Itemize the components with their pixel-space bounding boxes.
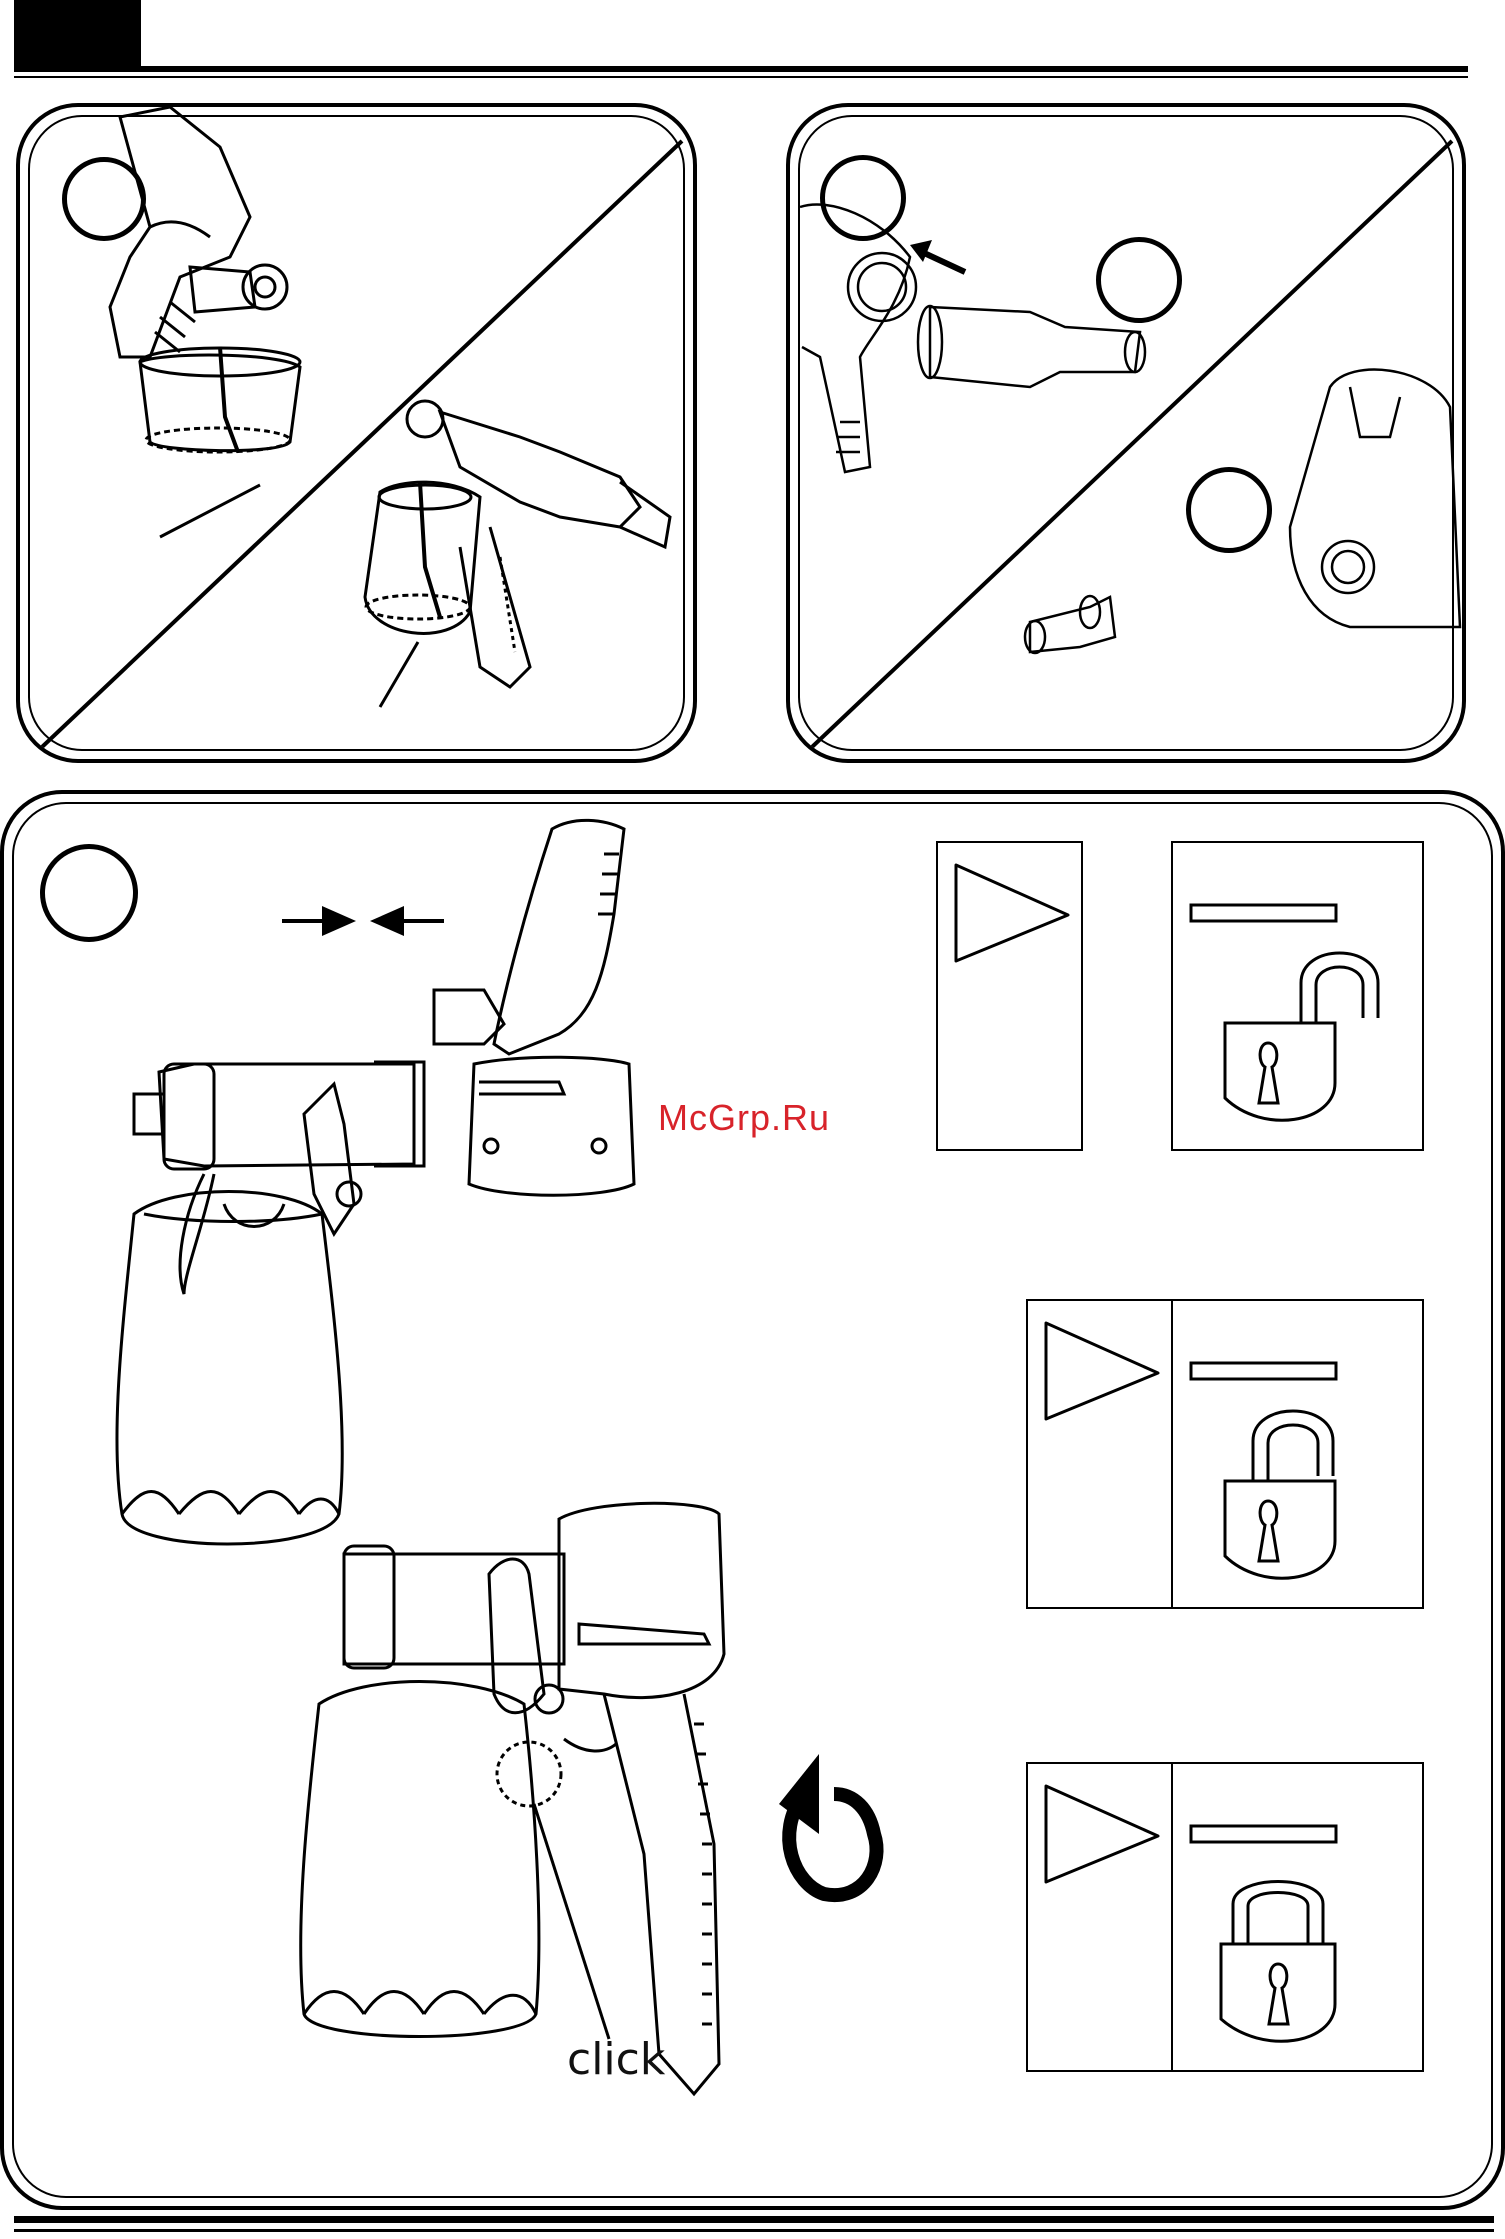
padlock-closed-icon (1173, 1764, 1422, 2070)
arrow-left-icon (370, 906, 444, 936)
header-rule-thin (14, 76, 1468, 78)
footer-rule-thin (14, 2229, 1494, 2232)
panel-c-attach-and-lock (0, 790, 1505, 2210)
footer-rule (14, 2216, 1494, 2223)
watermark-text: McGrp.Ru (658, 1097, 830, 1139)
step-circle-c (40, 844, 138, 942)
panel-a-container-suction-tube (16, 103, 697, 763)
step-circle-b1 (820, 155, 906, 241)
padlock-open-icon (1173, 843, 1422, 1149)
play-triangle-icon (938, 843, 1081, 1149)
header-rule (14, 66, 1468, 72)
rotate-arrow-icon (779, 1754, 877, 1895)
symbol-lock-box-1 (1171, 841, 1424, 1151)
arrow-right-icon (282, 906, 356, 936)
padlock-open-icon (1173, 1301, 1422, 1607)
header-black-block (14, 0, 141, 66)
step-circle-a (62, 157, 146, 241)
step-circle-b3 (1186, 467, 1272, 553)
symbol-panel-3 (1026, 1762, 1424, 2072)
panel-b-hose-connection (786, 103, 1466, 763)
click-label: click (567, 2034, 665, 2085)
step-circle-b2 (1096, 237, 1182, 323)
symbol-play-box-1 (936, 841, 1083, 1151)
symbol-panel-2 (1026, 1299, 1424, 1609)
hose-arrow-icon (910, 240, 965, 272)
